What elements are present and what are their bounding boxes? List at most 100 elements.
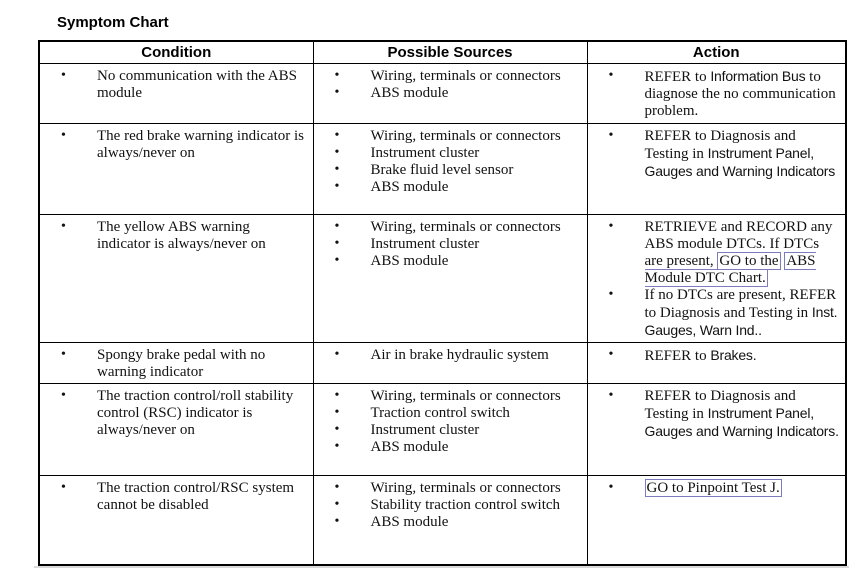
- cell-action: • REFER to Diagnosis and Testing in Instr…: [586, 122, 847, 215]
- text-segment: Wiring, terminals or connectors: [370, 479, 561, 496]
- bullet-icon: •: [334, 144, 340, 160]
- bullet-icon: •: [608, 479, 614, 495]
- text-segment: Brake fluid level sensor: [370, 161, 514, 178]
- bullet-item: •Instrument cluster: [314, 236, 581, 253]
- text-segment: Wiring, terminals or connectors: [370, 127, 561, 144]
- text-segment: Spongy brake pedal with no warning indic…: [97, 346, 266, 380]
- text-segment: The traction control/RSC system cannot b…: [97, 479, 295, 513]
- bullet-item: • ABS module: [314, 179, 581, 196]
- bullet-icon: •: [334, 252, 340, 268]
- cell-sources: •Wiring, terminals or connectors•Instrum…: [312, 213, 588, 343]
- bullet-item: •Wiring, terminals or connectors: [314, 480, 581, 497]
- bullet-icon: •: [334, 84, 340, 100]
- text-segment: ABS module: [370, 178, 449, 195]
- bullet-item: • The red brake warning indicator is alwa…: [40, 128, 307, 162]
- action-list: •REFER to Information Bus to diagnose th…: [588, 64, 846, 122]
- link-box[interactable]: ABS Module DTC Chart.: [644, 251, 816, 287]
- bullet-item: •The yellow ABS warning indicator is alw…: [40, 219, 307, 253]
- link-box[interactable]: GO to the: [717, 251, 781, 270]
- cell-condition: •The yellow ABS warning indicator is alw…: [38, 213, 314, 343]
- cell-condition: •Spongy brake pedal with no warning indi…: [38, 341, 314, 384]
- text-segment: Stability traction control switch: [370, 496, 561, 513]
- bullet-item: • Stability traction control switch: [314, 497, 581, 514]
- cell-action: •REFER to Information Bus to diagnose th…: [586, 62, 847, 124]
- bullet-item: • GO to Pinpoint Test J.: [588, 478, 840, 497]
- text-segment: REFER to Diagnosis and Testing in: [644, 387, 796, 422]
- text-segment: Wiring, terminals or connectors: [370, 387, 561, 404]
- bullet-item: •No communication with the ABS module: [40, 68, 307, 102]
- text-segment: No communication with the ABS module: [97, 67, 297, 101]
- cell-condition: • The red brake warning indicator is alwa…: [38, 122, 314, 215]
- text-segment: If no DTCs are present, REFER to Diagnos…: [644, 286, 837, 321]
- bullet-icon: •: [334, 67, 340, 83]
- bullet-icon: •: [334, 404, 340, 420]
- bullet-icon: •: [334, 421, 340, 437]
- text-segment: ABS module: [370, 252, 449, 269]
- bullet-item: • REFER to Diagnosis and Testing in Instr…: [588, 128, 840, 181]
- cell-condition: •The traction control/RSC system cannot …: [38, 474, 314, 566]
- text-segment: ABS module: [370, 513, 449, 530]
- cell-condition: •No communication with the ABS module: [38, 62, 314, 124]
- action-list: •RETRIEVE and RECORD any ABS module DTCs…: [588, 215, 846, 342]
- bullet-icon: •: [334, 161, 340, 177]
- bullet-item: •REFER to Information Bus to diagnose th…: [588, 68, 840, 120]
- page-title: Symptom Chart: [57, 14, 169, 31]
- sources-list: • Wiring, terminals or connectors • ABS mod…: [314, 64, 587, 104]
- bullet-icon: •: [334, 496, 340, 512]
- text-segment: Instrument cluster: [370, 235, 480, 252]
- text-segment: Instrument cluster: [370, 144, 480, 161]
- sources-list: •Wiring, terminals or connectors•Instrum…: [314, 215, 587, 272]
- bullet-icon: •: [608, 127, 614, 143]
- text-segment: Brakes.: [710, 346, 757, 363]
- cell-action: •RETRIEVE and RECORD any ABS module DTCs…: [586, 213, 847, 343]
- sources-list: • Wiring, terminals or connectors•Tractio…: [314, 384, 587, 458]
- cell-sources: • Wiring, terminals or connectors • ABS mod…: [312, 62, 588, 124]
- text-segment: Wiring, terminals or connectors: [370, 67, 561, 84]
- text-segment: to diagnose the no communication problem…: [644, 68, 836, 119]
- header-row: Condition Possible Sources Action: [38, 40, 847, 64]
- cell-sources: • Wiring, terminals or connectors•Tractio…: [312, 382, 588, 476]
- bullet-item: •The traction control/RSC system cannot …: [40, 480, 307, 514]
- text-segment: Wiring, terminals or connectors: [370, 218, 561, 235]
- bullet-icon: •: [334, 127, 340, 143]
- text-segment: Air in brake hydraulic system: [370, 346, 549, 363]
- bullet-icon: •: [334, 513, 340, 529]
- bullet-icon: •: [608, 286, 614, 302]
- bullet-item: • Wiring, terminals or connectors: [314, 68, 581, 85]
- bullet-item: • REFER to Brakes.: [588, 347, 840, 365]
- table-row: • The red brake warning indicator is alwa…: [38, 122, 847, 215]
- condition-list: •The traction control/RSC system cannot …: [40, 476, 313, 516]
- action-list: • REFER to Diagnosis and Testing in Instr…: [588, 124, 846, 183]
- text-segment: Instrument Panel, Gauges and Warning Ind…: [644, 144, 836, 179]
- bullet-item: • Instrument cluster: [314, 145, 581, 162]
- bullet-icon: •: [334, 346, 340, 362]
- text-segment: Instrument Panel, Gauges and Warning Ind…: [644, 404, 839, 439]
- bullet-item: • Wiring, terminals or connectors: [314, 219, 581, 236]
- text-segment: The traction control/roll stability cont…: [97, 387, 294, 438]
- bullet-item: • ABS module: [314, 253, 581, 270]
- link-box[interactable]: GO to Pinpoint Test J.: [644, 478, 782, 497]
- bullet-item: •The traction control/roll stability con…: [40, 388, 307, 439]
- col-header-condition: Condition: [38, 40, 314, 64]
- bullet-icon: •: [608, 67, 614, 83]
- col-header-action: Action: [586, 40, 847, 64]
- sources-list: •Wiring, terminals or connectors•Stabili…: [314, 476, 587, 533]
- table-row: •No communication with the ABS module•Wi…: [38, 62, 847, 124]
- bullet-icon: •: [608, 346, 614, 362]
- cell-action: • REFER to Brakes.: [586, 341, 847, 384]
- text-segment: The red brake warning indicator is alway…: [97, 127, 305, 161]
- text-segment: ABS module: [370, 84, 449, 101]
- text-segment: REFER to: [644, 347, 711, 364]
- col-header-possible-sources: Possible Sources: [312, 40, 588, 64]
- bullet-icon: •: [334, 178, 340, 194]
- bullet-item: •Instrument cluster: [314, 422, 581, 439]
- condition-list: •Spongy brake pedal with no warning indi…: [40, 343, 313, 383]
- bullet-icon: •: [608, 387, 614, 403]
- bullet-item: •Traction control switch: [314, 405, 581, 422]
- bullet-icon: •: [608, 218, 614, 234]
- condition-list: •The yellow ABS warning indicator is alw…: [40, 215, 313, 255]
- cell-sources: • Air in brake hydraulic system: [312, 341, 588, 384]
- text-segment: REFER to Diagnosis and Testing in: [644, 127, 796, 162]
- bullet-icon: •: [334, 218, 340, 234]
- bullet-icon: •: [61, 127, 66, 143]
